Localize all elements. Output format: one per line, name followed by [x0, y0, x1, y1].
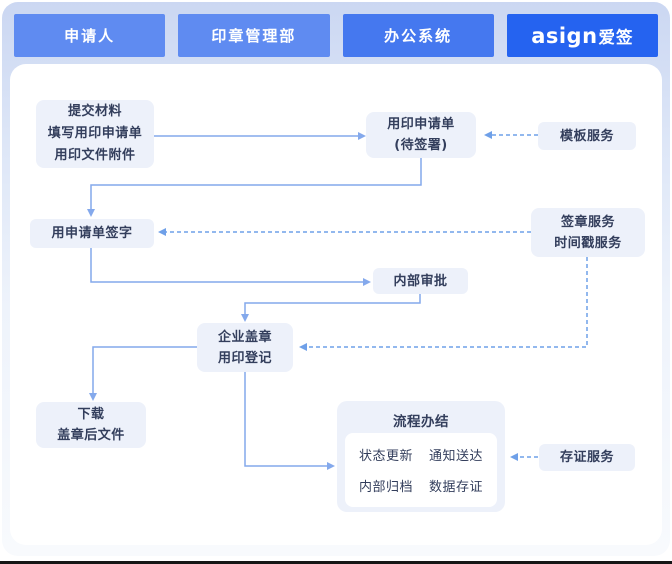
node-line: 企业盖章 — [217, 329, 272, 345]
node-line: 盖章后文件 — [57, 428, 125, 443]
process-item: 状态更新 — [358, 449, 413, 464]
node-line: 用印申请单 — [387, 117, 455, 132]
lane-header-row: 申请人 印章管理部 办公系统 asign 爱签 — [14, 14, 658, 57]
node-line: 用印文件附件 — [54, 148, 136, 163]
lane-header-label: 印章管理部 — [211, 27, 297, 45]
node-seal-application-form[interactable]: 用印申请单 (待签署) — [366, 112, 476, 158]
node-process-completion[interactable]: 流程办结 状态更新 通知送达 内部归档 数据存证 — [337, 401, 505, 512]
node-line: 用印登记 — [217, 350, 272, 366]
process-completion-title: 流程办结 — [393, 414, 449, 430]
process-item: 内部归档 — [358, 480, 413, 495]
process-completion-items: 状态更新 通知送达 内部归档 数据存证 — [345, 433, 497, 507]
node-line: 内部审批 — [393, 273, 448, 289]
node-sign-application-form[interactable]: 用申请单签字 — [30, 219, 154, 248]
node-line: 时间戳服务 — [554, 235, 622, 251]
node-company-seal-registration[interactable]: 企业盖章 用印登记 — [197, 323, 293, 372]
lane-header-office-system[interactable]: 办公系统 — [342, 14, 494, 57]
node-line: (待签署) — [394, 138, 448, 153]
node-template-service[interactable]: 模板服务 — [538, 122, 636, 150]
lane-header-label: 申请人 — [64, 27, 116, 45]
screen-bottom-edge — [0, 561, 672, 564]
lane-header-label: 办公系统 — [384, 27, 453, 45]
asign-logo: asign — [531, 23, 598, 48]
lane-header-seal-dept[interactable]: 印章管理部 — [178, 14, 330, 57]
node-submit-materials[interactable]: 提交材料 填写用印申请单 用印文件附件 — [36, 100, 154, 168]
node-line: 存证服务 — [559, 450, 614, 465]
node-evidence-service[interactable]: 存证服务 — [539, 444, 635, 471]
node-line: 用申请单签字 — [51, 226, 133, 241]
process-item: 数据存证 — [428, 480, 483, 495]
node-line: 下载 — [77, 407, 105, 422]
node-line: 模板服务 — [559, 128, 614, 144]
node-line: 签章服务 — [560, 214, 615, 230]
lane-header-applicant[interactable]: 申请人 — [14, 14, 166, 57]
node-line: 提交材料 — [67, 104, 122, 119]
node-download-sealed-file[interactable]: 下载 盖章后文件 — [36, 402, 146, 448]
lane-header-asign-brand[interactable]: asign 爱签 — [506, 14, 658, 57]
node-internal-approval[interactable]: 内部审批 — [373, 268, 468, 294]
asign-logo-suffix: 爱签 — [598, 27, 634, 47]
process-item: 通知送达 — [428, 449, 483, 464]
node-line: 填写用印申请单 — [47, 126, 143, 141]
node-signature-timestamp-service[interactable]: 签章服务 时间戳服务 — [531, 208, 645, 257]
